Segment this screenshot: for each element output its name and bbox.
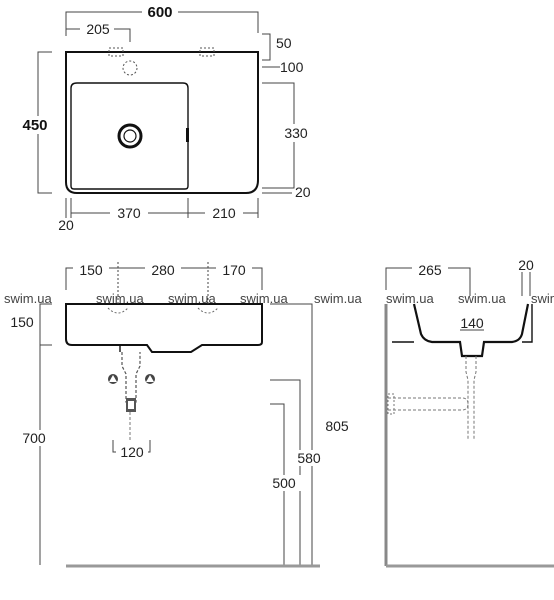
dim-tap-offset: 205	[86, 21, 110, 37]
side-waste-pipe	[388, 397, 469, 411]
watermark: swim.ua	[386, 291, 434, 306]
tap-hole-icon	[122, 60, 138, 76]
valve-right-icon	[145, 374, 155, 384]
front-view: 150 280 170 150 700 120 805 580 500	[10, 261, 354, 568]
side-trap	[465, 356, 477, 440]
side-view: 265 20 140	[384, 257, 554, 568]
dim-wall-gap: 20	[518, 257, 534, 273]
dim-waste-diameter: 140	[460, 315, 484, 331]
dim-waste-offset: 265	[418, 262, 442, 278]
dim-depth: 450	[22, 117, 47, 134]
dim-rim-right: 50	[276, 35, 292, 51]
dim-waste-height: 500	[272, 475, 296, 491]
overflow-slot	[186, 128, 189, 142]
dim-fixing-height: 580	[297, 450, 321, 466]
front-view-basin	[65, 303, 263, 353]
top-view-bowl	[70, 82, 189, 190]
watermark: swim.ua	[168, 291, 216, 306]
dim-fixing-spacing: 280	[151, 262, 175, 278]
dim-bottom-right: 20	[295, 184, 311, 200]
watermarks: swim.ua swim.ua swim.ua swim.ua swim.ua …	[4, 291, 554, 306]
watermark: swim.ua	[240, 291, 288, 306]
dim-total-height: 805	[325, 418, 349, 434]
fixing-mark-left	[108, 47, 124, 57]
fixing-mark-right	[199, 47, 215, 57]
dim-right-offset: 170	[222, 262, 246, 278]
dim-rim-height: 150	[10, 314, 34, 330]
watermark: swim.ua	[314, 291, 362, 306]
dim-right-top: 100	[280, 59, 304, 75]
watermark: swim.ua	[4, 291, 52, 306]
watermark: swim.ua	[96, 291, 144, 306]
dim-bottom-left: 20	[58, 217, 74, 233]
watermark: swim.ua	[458, 291, 506, 306]
fixing-hidden-left	[107, 307, 129, 314]
valve-left-icon	[108, 374, 118, 384]
dim-left-offset: 150	[79, 262, 103, 278]
dim-basin-width: 370	[117, 205, 141, 221]
drain-inner-icon	[123, 129, 137, 143]
fixing-hidden-right	[197, 307, 219, 314]
drain-outer-icon	[117, 123, 143, 149]
dim-waste-spacing: 120	[120, 444, 144, 460]
top-view: 600 205 450 50 100 330 20 370 210 20	[19, 3, 312, 233]
dim-total-width: 600	[147, 4, 172, 21]
watermark: swim.ua	[531, 291, 554, 306]
dim-basin-depth: 330	[284, 125, 308, 141]
dim-floor-to-top: 700	[22, 430, 46, 446]
dim-shelf-width: 210	[212, 205, 236, 221]
top-view-outline	[65, 51, 259, 194]
side-view-basin	[412, 303, 530, 358]
waste-trap	[121, 352, 141, 403]
